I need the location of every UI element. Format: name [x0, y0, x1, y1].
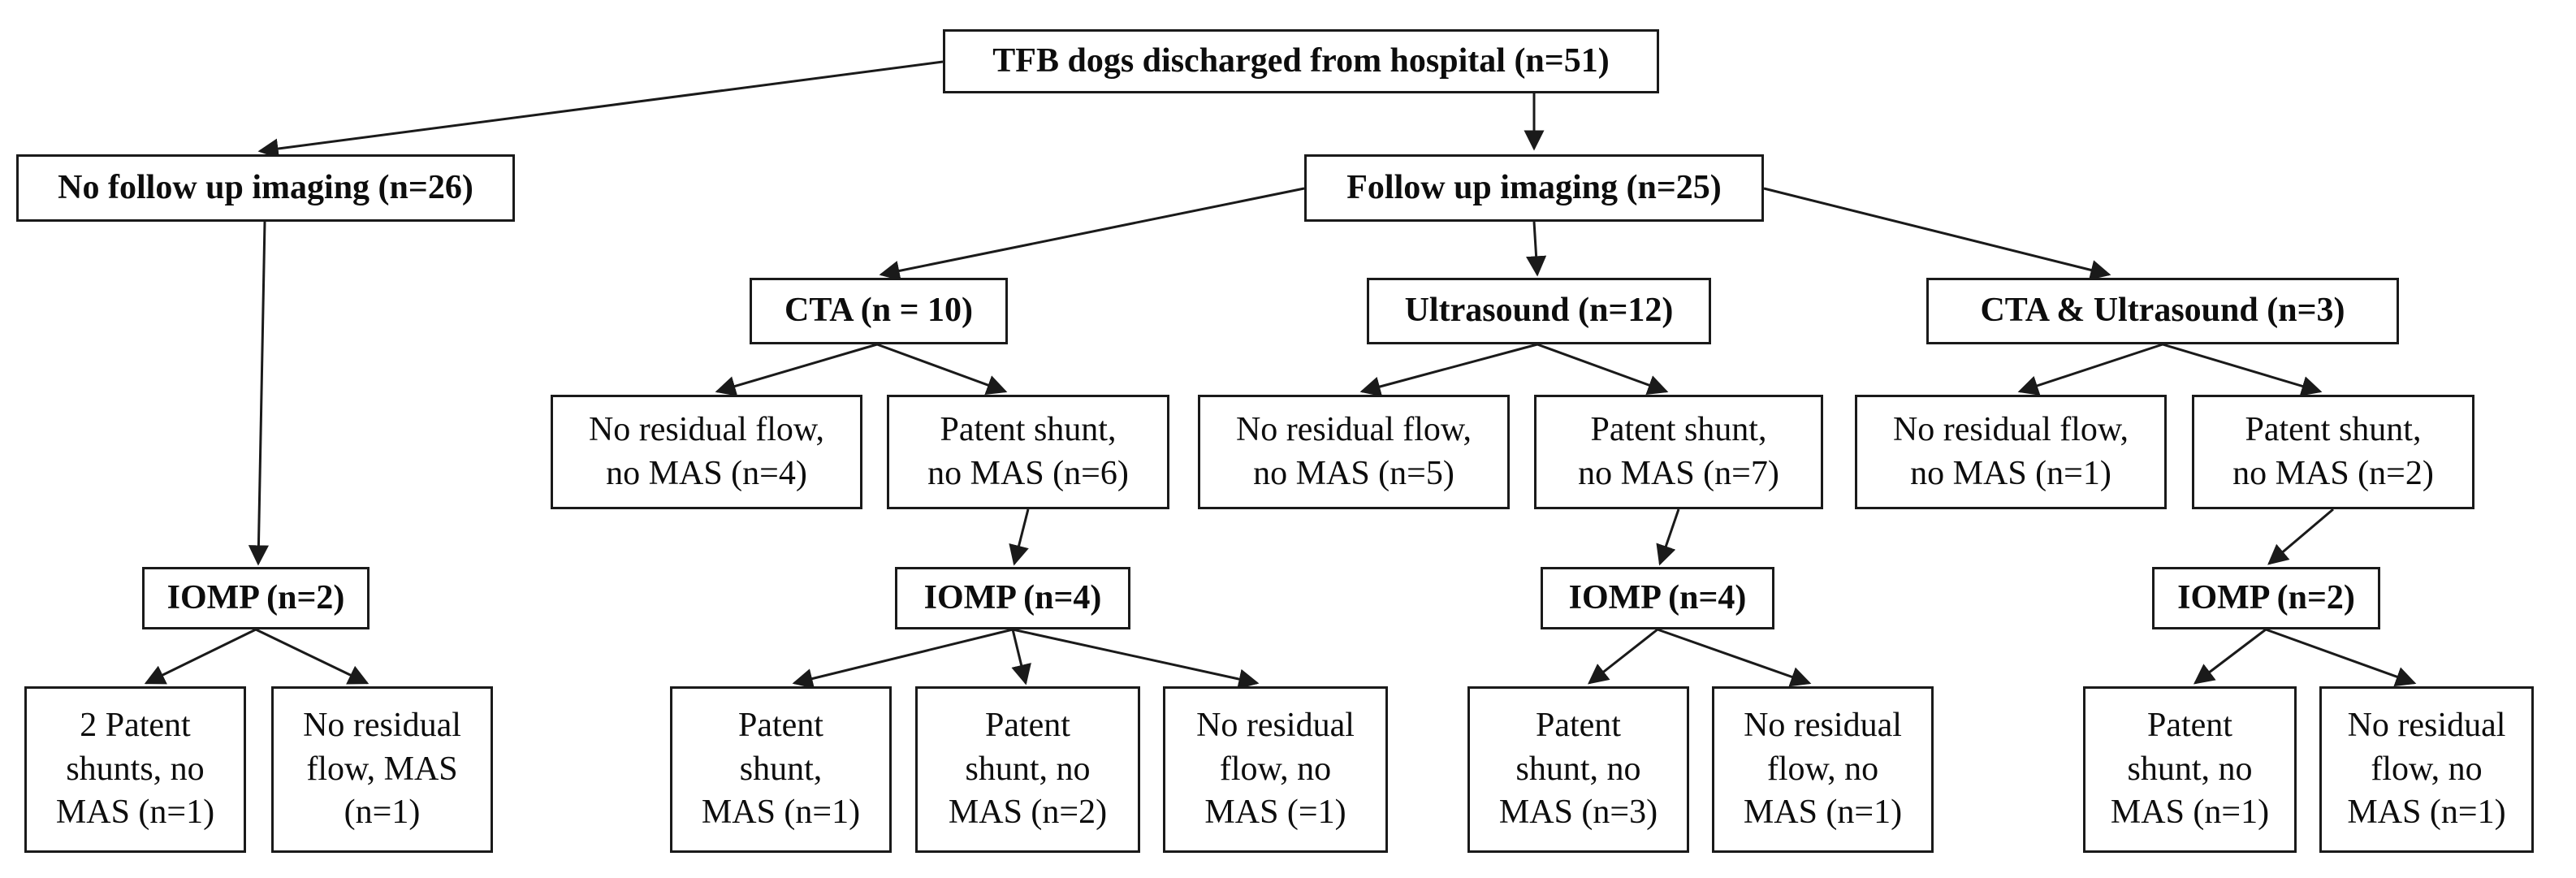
node-iomp-cta: IOMP (n=4) — [895, 567, 1130, 629]
flow-arrow-ctaus-noflow — [2017, 343, 2163, 396]
flow-arrow-iompcta-out2 — [1011, 629, 1031, 686]
flow-arrow-followup-cta — [879, 187, 1305, 281]
flow-arrow-iompus-out2 — [1657, 628, 1812, 687]
node-iomp-no-followup: IOMP (n=2) — [142, 567, 370, 629]
flow-arrow-iompcu-out2 — [2265, 628, 2417, 687]
node-followup-imaging: Follow up imaging (n=25) — [1304, 154, 1764, 222]
node-cta: CTA (n = 10) — [750, 278, 1008, 344]
flow-arrow-cupatent-iomp — [2267, 508, 2334, 565]
flow-arrow-us-noflow — [1359, 343, 1538, 397]
node-cta-and-ultrasound: CTA & Ultrasound (n=3) — [1926, 278, 2399, 344]
flow-arrow-root-nofollowup — [257, 60, 944, 159]
flow-arrow-ctapatent-iomp — [1009, 508, 1030, 566]
node-iomp-ultrasound: IOMP (n=4) — [1541, 567, 1774, 629]
flow-arrow-iompus-out1 — [1588, 628, 1658, 685]
node-outcome-ctaus-no-residual: No residual flow, no MAS (n=1) — [2319, 686, 2534, 853]
flow-arrow-followup-ultrasound — [1526, 221, 1547, 277]
flow-arrow-uspatent-iomp — [1656, 508, 1680, 566]
node-ctaus-patent-shunt: Patent shunt, no MAS (n=2) — [2192, 395, 2474, 509]
node-outcome-cta-patent-mas: Patent shunt, MAS (n=1) — [670, 686, 892, 853]
node-ctaus-no-residual-flow: No residual flow, no MAS (n=1) — [1855, 395, 2167, 509]
flow-arrow-iompnf-out1 — [144, 628, 257, 685]
node-outcome-us-patent-shunt: Patent shunt, no MAS (n=3) — [1467, 686, 1689, 853]
node-tfb-discharged: TFB dogs discharged from hospital (n=51) — [943, 29, 1659, 93]
flow-arrow-iompcu-out1 — [2193, 628, 2267, 685]
node-outcome-us-no-residual: No residual flow, no MAS (n=1) — [1712, 686, 1934, 853]
flow-arrow-iompcta-out1 — [792, 628, 1014, 689]
node-iomp-ctaus: IOMP (n=2) — [2152, 567, 2380, 629]
flow-arrow-iompcta-out3 — [1012, 628, 1260, 690]
node-outcome-nf-no-residual: No residual flow, MAS (n=1) — [271, 686, 493, 853]
node-outcome-cta-no-residual: No residual flow, no MAS (=1) — [1163, 686, 1388, 853]
node-outcome-ctaus-patent-shunt: Patent shunt, no MAS (n=1) — [2083, 686, 2297, 853]
node-outcome-cta-patent-nomas: Patent shunt, no MAS (n=2) — [915, 686, 1140, 853]
node-cta-no-residual-flow: No residual flow, no MAS (n=4) — [551, 395, 862, 509]
flow-arrow-cta-noflow — [715, 343, 878, 396]
flow-arrow-ctaus-patent — [2162, 343, 2323, 396]
node-outcome-nf-patent-shunts: 2 Patent shunts, no MAS (n=1) — [24, 686, 246, 853]
flow-arrow-nofollowup-iomp — [248, 221, 270, 566]
node-ultrasound: Ultrasound (n=12) — [1367, 278, 1711, 344]
flow-arrow-followup-ctaus — [1763, 187, 2111, 280]
node-no-followup-imaging: No follow up imaging (n=26) — [16, 154, 515, 222]
node-us-no-residual-flow: No residual flow, no MAS (n=5) — [1198, 395, 1510, 509]
flow-arrow-iompnf-out2 — [255, 628, 370, 685]
flow-arrow-us-patent — [1537, 343, 1669, 396]
node-us-patent-shunt: Patent shunt, no MAS (n=7) — [1534, 395, 1823, 509]
node-cta-patent-shunt: Patent shunt, no MAS (n=6) — [887, 395, 1169, 509]
flow-arrow-cta-patent — [876, 343, 1008, 396]
